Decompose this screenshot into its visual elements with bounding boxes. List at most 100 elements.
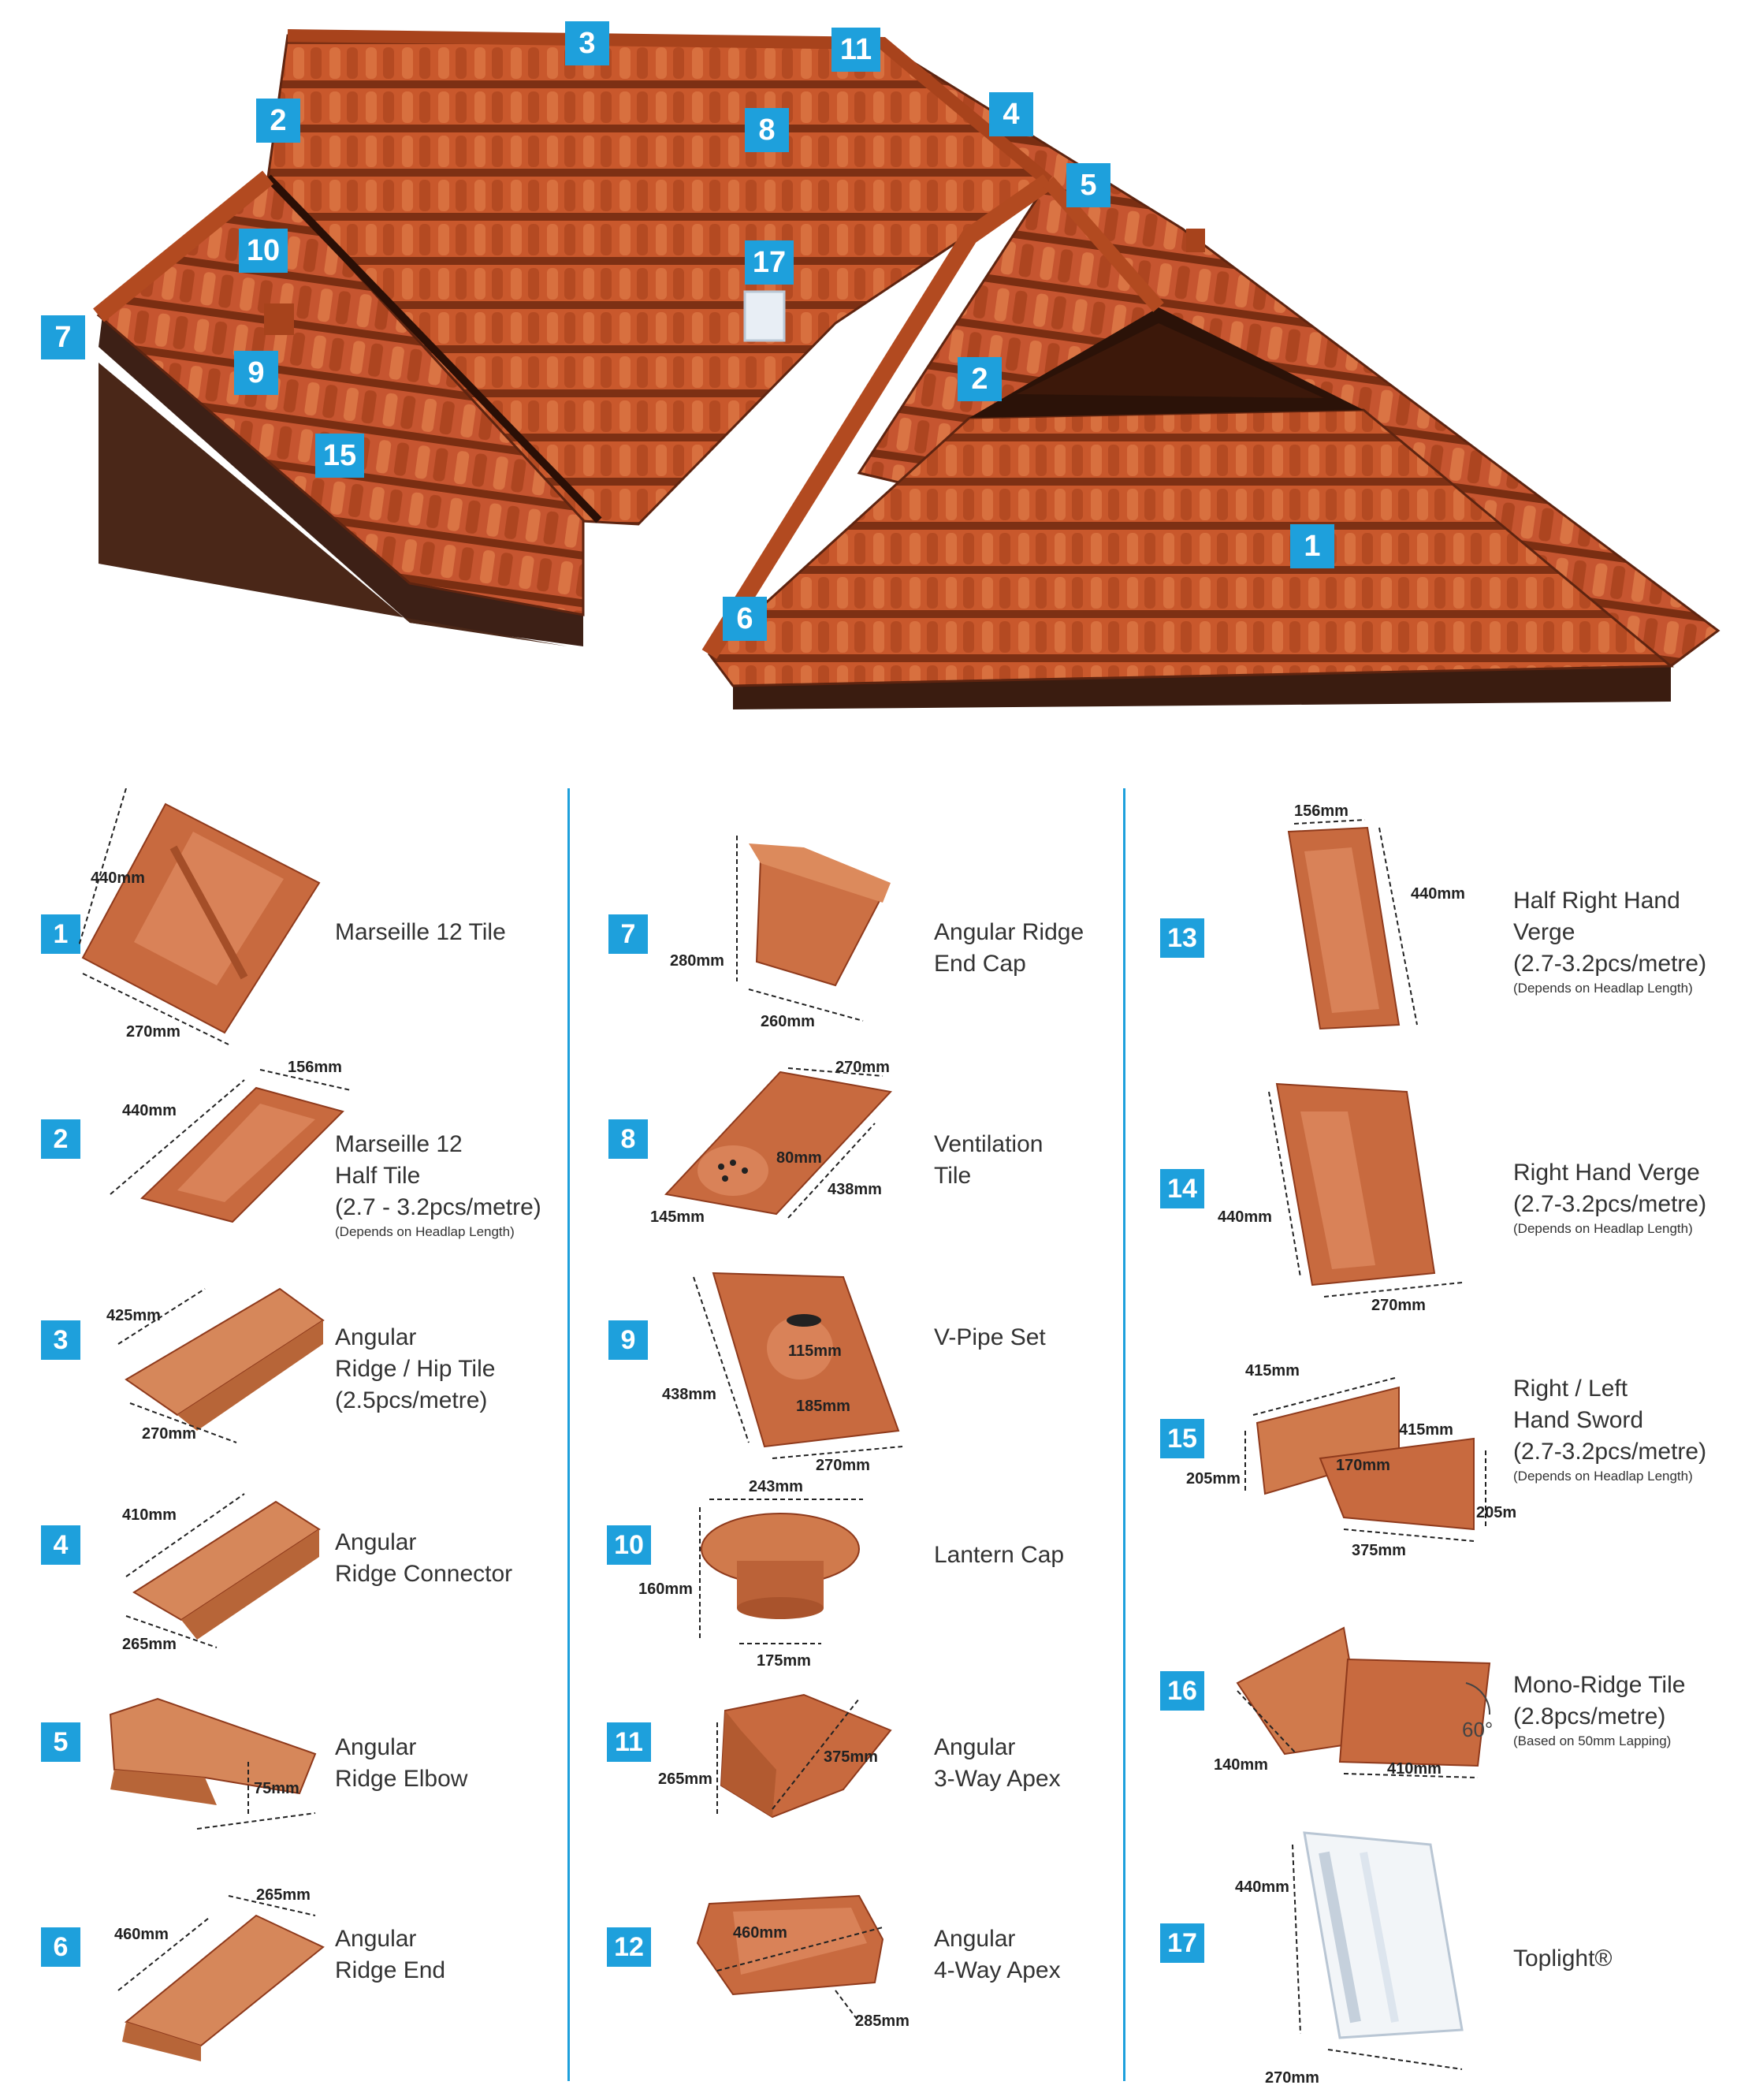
item-label-11: Angular 3-Way Apex — [934, 1734, 1061, 1792]
right-hand-verge-image: 440mm 270mm — [1218, 1082, 1463, 1314]
svg-text:425mm: 425mm — [106, 1307, 161, 1324]
svg-text:156mm: 156mm — [288, 1059, 342, 1076]
svg-text:205mm: 205mm — [1186, 1470, 1241, 1488]
roof-badge-2: 2 — [256, 99, 300, 143]
svg-text:270mm: 270mm — [142, 1425, 196, 1443]
item-badge-3: 3 — [41, 1320, 80, 1360]
svg-text:375mm: 375mm — [1352, 1542, 1406, 1559]
svg-text:270mm: 270mm — [126, 1023, 180, 1041]
item-label-4: Angular Ridge Connector — [335, 1529, 513, 1587]
svg-text:243mm: 243mm — [749, 1478, 803, 1495]
svg-text:285mm: 285mm — [855, 2013, 910, 2030]
mono-ridge-tile-image: 140mm 410mm 60° — [1214, 1626, 1493, 1778]
item-badge-13: 13 — [1160, 918, 1204, 958]
half-right-hand-verge-image: 156mm 440mm — [1287, 802, 1465, 1030]
svg-text:156mm: 156mm — [1294, 802, 1349, 820]
item-badge-2: 2 — [41, 1119, 80, 1159]
svg-text:460mm: 460mm — [733, 1924, 787, 1942]
svg-text:415mm: 415mm — [1245, 1362, 1300, 1380]
item-label-7: Angular Ridge End Cap — [934, 919, 1084, 977]
item-label-5: Angular Ridge Elbow — [335, 1734, 468, 1792]
roof-badge-3: 3 — [565, 21, 609, 65]
svg-text:270mm: 270mm — [835, 1059, 890, 1076]
column-divider — [567, 788, 570, 2081]
item-label-9: V-Pipe Set — [934, 1324, 1046, 1350]
item-badge-8: 8 — [608, 1119, 648, 1159]
svg-text:375mm: 375mm — [824, 1748, 878, 1766]
item-label-16: Mono-Ridge Tile (2.8pcs/metre) (Based on… — [1513, 1672, 1686, 1748]
lantern-cap-image: 243mm 160mm 175mm — [638, 1478, 863, 1670]
svg-text:438mm: 438mm — [828, 1181, 882, 1198]
svg-text:440mm: 440mm — [1235, 1878, 1289, 1896]
angular-ridge-elbow-image: 75mm 265mm — [109, 1697, 317, 1841]
hand-sword-image: 415mm 415mm 170mm 205mm 205mm 375mm — [1186, 1362, 1517, 1559]
angular-ridge-end-image: 460mm 265mm — [114, 1886, 325, 2061]
roof-illustration — [93, 29, 1721, 709]
roof-badge-1: 1 — [1290, 524, 1334, 568]
svg-text:115mm: 115mm — [788, 1342, 842, 1360]
svg-text:75mm: 75mm — [254, 1780, 299, 1797]
svg-text:185mm: 185mm — [796, 1398, 850, 1415]
item-badge-11: 11 — [607, 1722, 651, 1762]
roof-badge-5: 5 — [1066, 163, 1110, 207]
item-label-6: Angular Ridge End — [335, 1926, 446, 1983]
roof-badge-10: 10 — [239, 229, 288, 273]
item-label-1: Marseille 12 Tile — [335, 919, 506, 945]
svg-text:80mm: 80mm — [776, 1149, 822, 1167]
svg-text:265mm: 265mm — [658, 1770, 712, 1788]
roof-badge-15: 15 — [315, 434, 364, 478]
angular-ridge-connector-image: 410mm 265mm — [122, 1493, 321, 1653]
item-label-12: Angular 4-Way Apex — [934, 1926, 1061, 1983]
item-badge-15: 15 — [1160, 1419, 1204, 1458]
svg-text:265mm: 265mm — [122, 1636, 177, 1653]
svg-text:440mm: 440mm — [1218, 1208, 1272, 1226]
item-badge-5: 5 — [41, 1722, 80, 1762]
toplight-image: 440mm 270mm — [1235, 1831, 1464, 2087]
svg-text:270mm: 270mm — [1371, 1297, 1426, 1314]
angular-4-way-apex-image: 460mm 285mm — [696, 1894, 910, 2030]
item-label-17: Toplight® — [1513, 1945, 1613, 1972]
item-badge-9: 9 — [608, 1320, 648, 1360]
svg-text:440mm: 440mm — [122, 1102, 177, 1119]
roof-badge-8: 8 — [745, 108, 789, 152]
angular-ridge-end-cap-image: 280mm 260mm — [670, 836, 891, 1030]
angular-ridge-hip-tile-image: 425mm 270mm — [106, 1287, 325, 1443]
roof-badge-9: 9 — [234, 351, 278, 395]
roof-badge-4: 4 — [989, 92, 1033, 136]
roof-badge-11: 11 — [831, 28, 880, 72]
item-badge-17: 17 — [1160, 1923, 1204, 1963]
svg-text:160mm: 160mm — [638, 1581, 693, 1598]
svg-text:205mm: 205mm — [1476, 1504, 1517, 1521]
item-label-14: Right Hand Verge (2.7-3.2pcs/metre) (Dep… — [1513, 1160, 1707, 1236]
roof-badge-6: 6 — [723, 597, 767, 641]
svg-text:280mm: 280mm — [670, 952, 724, 970]
item-badge-14: 14 — [1160, 1169, 1204, 1208]
item-badge-7: 7 — [608, 914, 648, 954]
svg-text:460mm: 460mm — [114, 1926, 169, 1943]
roof-badge-17: 17 — [745, 240, 794, 285]
svg-text:265mm: 265mm — [236, 1838, 291, 1841]
ventilation-tile-image: 270mm 80mm 438mm 145mm — [650, 1059, 892, 1226]
svg-text:270mm: 270mm — [1265, 2069, 1319, 2087]
column-divider — [1123, 788, 1125, 2081]
item-label-15: Right / Left Hand Sword (2.7-3.2pcs/metr… — [1513, 1376, 1707, 1484]
svg-text:440mm: 440mm — [91, 869, 145, 887]
item-label-3: Angular Ridge / Hip Tile (2.5pcs/metre) — [335, 1324, 496, 1413]
v-pipe-set-image: 438mm 115mm 185mm 270mm — [662, 1272, 903, 1474]
roof-badge-7: 7 — [41, 315, 85, 359]
item-label-8: Ventilation Tile — [934, 1131, 1043, 1189]
svg-text:440mm: 440mm — [1411, 885, 1465, 903]
svg-text:270mm: 270mm — [816, 1457, 870, 1474]
roof-badge-2b: 2 — [958, 357, 1002, 401]
svg-text:140mm: 140mm — [1214, 1756, 1268, 1774]
svg-text:265mm: 265mm — [256, 1886, 311, 1904]
svg-text:175mm: 175mm — [757, 1652, 811, 1670]
item-badge-4: 4 — [41, 1525, 80, 1565]
svg-text:170mm: 170mm — [1336, 1457, 1390, 1474]
item-badge-10: 10 — [607, 1525, 651, 1565]
marseille-12-half-tile-image: 440mm 156mm — [110, 1059, 352, 1223]
marseille-12-tile-image: 440mm 270mm — [79, 788, 321, 1045]
item-badge-12: 12 — [607, 1927, 651, 1967]
svg-text:60°: 60° — [1462, 1718, 1493, 1741]
angular-3-way-apex-image: 265mm 375mm — [658, 1693, 892, 1819]
